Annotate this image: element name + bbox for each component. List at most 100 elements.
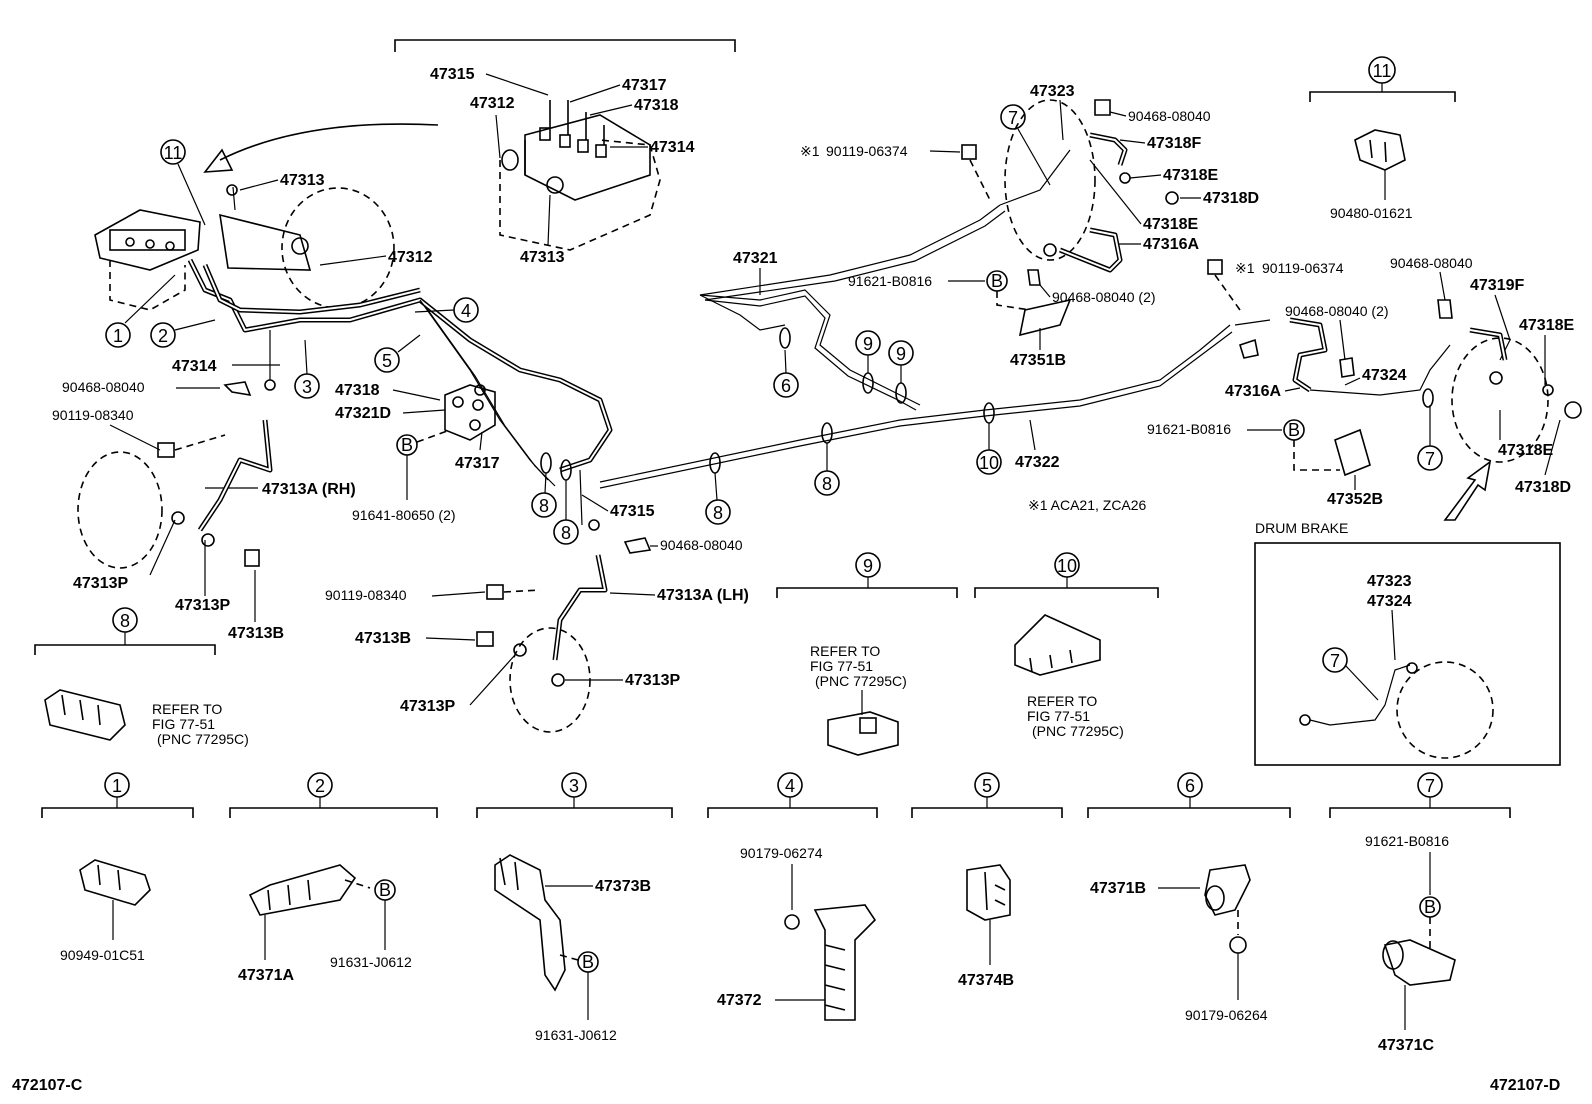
footer-right-code: 472107-D (1490, 1077, 1560, 1094)
panel-2-part-b: 91631-J0612 (330, 954, 412, 970)
label-90468-r1: 90468-08040 (1128, 108, 1211, 124)
callout-10: 10 (979, 453, 999, 473)
label-47318E-d: 47318E (1498, 442, 1553, 459)
panel-8-refer-3: (PNC 77295C) (157, 731, 249, 747)
label-47312-top: 47312 (470, 95, 515, 112)
panel-7-part-b: 47371C (1378, 1037, 1434, 1054)
label-90468-r4: 90468-08040 (2) (1285, 303, 1389, 319)
label-47313P-d: 47313P (400, 698, 455, 715)
label-47317-top: 47317 (622, 77, 667, 94)
panel-3-part-a: 47373B (595, 878, 651, 895)
label-47322: 47322 (1015, 454, 1060, 471)
label-90119-mid: 90119-08340 (325, 587, 407, 603)
panel-4-part-a: 90179-06274 (740, 845, 823, 861)
panel-8-num: 8 (120, 611, 130, 631)
label-47313P-a: 47313P (73, 575, 128, 592)
panel-3-part-b: 91631-J0612 (535, 1027, 617, 1043)
drum-brake-title: DRUM BRAKE (1255, 520, 1348, 536)
label-47315-mid: 47315 (610, 503, 655, 520)
label-47318-mid: 47318 (335, 382, 380, 399)
label-47313A-rh: 47313A (RH) (262, 481, 356, 498)
label-47315-top: 47315 (430, 66, 475, 83)
label-47318E-c: 47318E (1519, 317, 1574, 334)
panel-10-refer-2: FIG 77-51 (1027, 708, 1090, 724)
bolt-B-rl: B (991, 271, 1003, 291)
label-47318E-b: 47318E (1143, 216, 1198, 233)
label-47313A-lh: 47313A (LH) (657, 587, 749, 604)
panel-10-num: 10 (1057, 556, 1077, 576)
callout-11-top: 11 (164, 143, 183, 163)
mark-1-a: ※1 (800, 143, 820, 159)
bolt-B-mid: B (401, 435, 413, 455)
label-47324: 47324 (1362, 367, 1407, 384)
panel-4-num: 4 (785, 776, 795, 796)
panel-2-num: 2 (315, 776, 325, 796)
label-47317-mid: 47317 (455, 455, 500, 472)
label-47318D-b: 47318D (1515, 479, 1571, 496)
bottom-panels: 1 90949-01C51 2 B 47371A 91631-J0612 3 4… (41, 772, 1511, 1054)
label-47313B-mid: 47313B (355, 630, 411, 647)
label-90480-01621: 90480-01621 (1330, 205, 1413, 221)
label-47313-left: 47313 (280, 172, 325, 189)
valve-assembly: 47315 47317 47318 47312 47314 47313 (394, 39, 736, 266)
label-90119-06374-b: 90119-06374 (1262, 260, 1344, 276)
callout-8-d: 8 (822, 474, 832, 494)
rear-lines: 6 9 9 8 8 8 8 10 47321 47322 ※1 ACA21, Z… (531, 204, 1233, 545)
panel-9-refer-3: (PNC 77295C) (815, 673, 907, 689)
panel-6-part-b: 90179-06264 (1185, 1007, 1268, 1023)
label-47313P-c: 47313P (625, 672, 680, 689)
label-47314-left: 47314 (172, 358, 217, 375)
panel-1-num: 1 (112, 776, 122, 796)
callout-4: 4 (461, 301, 471, 321)
panel-2-bolt: B (379, 880, 391, 900)
top-left-callouts: 11 1 2 3 4 5 (105, 139, 479, 399)
label-47314-top: 47314 (650, 139, 695, 156)
panel-8-refer-2: FIG 77-51 (152, 716, 215, 732)
label-47323: 47323 (1030, 83, 1075, 100)
callout-9-a: 9 (863, 334, 873, 354)
panel-5-num: 5 (982, 776, 992, 796)
label-90119-06374-a: 90119-06374 (826, 143, 908, 159)
label-47352B: 47352B (1327, 491, 1383, 508)
label-47318F: 47318F (1147, 135, 1201, 152)
panel-5-part: 47374B (958, 972, 1014, 989)
label-90468-r2: 90468-08040 (2) (1052, 289, 1156, 305)
label-47321D: 47321D (335, 405, 391, 422)
drum-brake-47324: 47324 (1367, 593, 1412, 610)
callout-8-b: 8 (561, 523, 571, 543)
panel-6-num: 6 (1185, 776, 1195, 796)
callout-1: 1 (113, 326, 123, 346)
drum-brake-47323: 47323 (1367, 573, 1412, 590)
label-47313-top: 47313 (520, 249, 565, 266)
panel-7-bolt: B (1424, 897, 1436, 917)
label-47313P-b: 47313P (175, 597, 230, 614)
callout-3: 3 (302, 377, 312, 397)
drum-brake-callout: 7 (1330, 651, 1340, 671)
label-91641: 91641-80650 (2) (352, 507, 456, 523)
panel-1-part: 90949-01C51 (60, 947, 145, 963)
label-47321: 47321 (733, 250, 778, 267)
callout-8-c: 8 (713, 503, 723, 523)
label-90119-left: 90119-08340 (52, 407, 134, 423)
callout-9-b: 9 (896, 344, 906, 364)
label-47318D-a: 47318D (1203, 190, 1259, 207)
rear-right-parts: ※1 90119-06374 90468-08040 47319F 90468-… (1147, 255, 1582, 521)
panel-9-refer-1: REFER TO (810, 643, 880, 659)
panel-6-part-a: 47371B (1090, 880, 1146, 897)
label-47318-top: 47318 (634, 97, 679, 114)
master-cylinder-assembly (94, 123, 613, 487)
label-47351B: 47351B (1010, 352, 1066, 369)
top-left-labels: 47313 47312 47314 90468-08040 90119-0834… (52, 172, 433, 642)
panel-4-part-b: 47372 (717, 992, 762, 1009)
lh-hose: 47315 90468-08040 90119-08340 47313A (LH… (325, 469, 749, 733)
panel-2-part-a: 47371A (238, 967, 294, 984)
panel-10-refer-1: REFER TO (1027, 693, 1097, 709)
panel-7-num: 7 (1425, 776, 1435, 796)
callout-7-b: 7 (1425, 449, 1435, 469)
label-47316A-b: 47316A (1225, 383, 1281, 400)
panel-8-refer-1: REFER TO (152, 701, 222, 717)
label-91621-a: 91621-B0816 (848, 273, 932, 289)
callout-6: 6 (781, 376, 791, 396)
panel-10-refer-3: (PNC 77295C) (1032, 723, 1124, 739)
